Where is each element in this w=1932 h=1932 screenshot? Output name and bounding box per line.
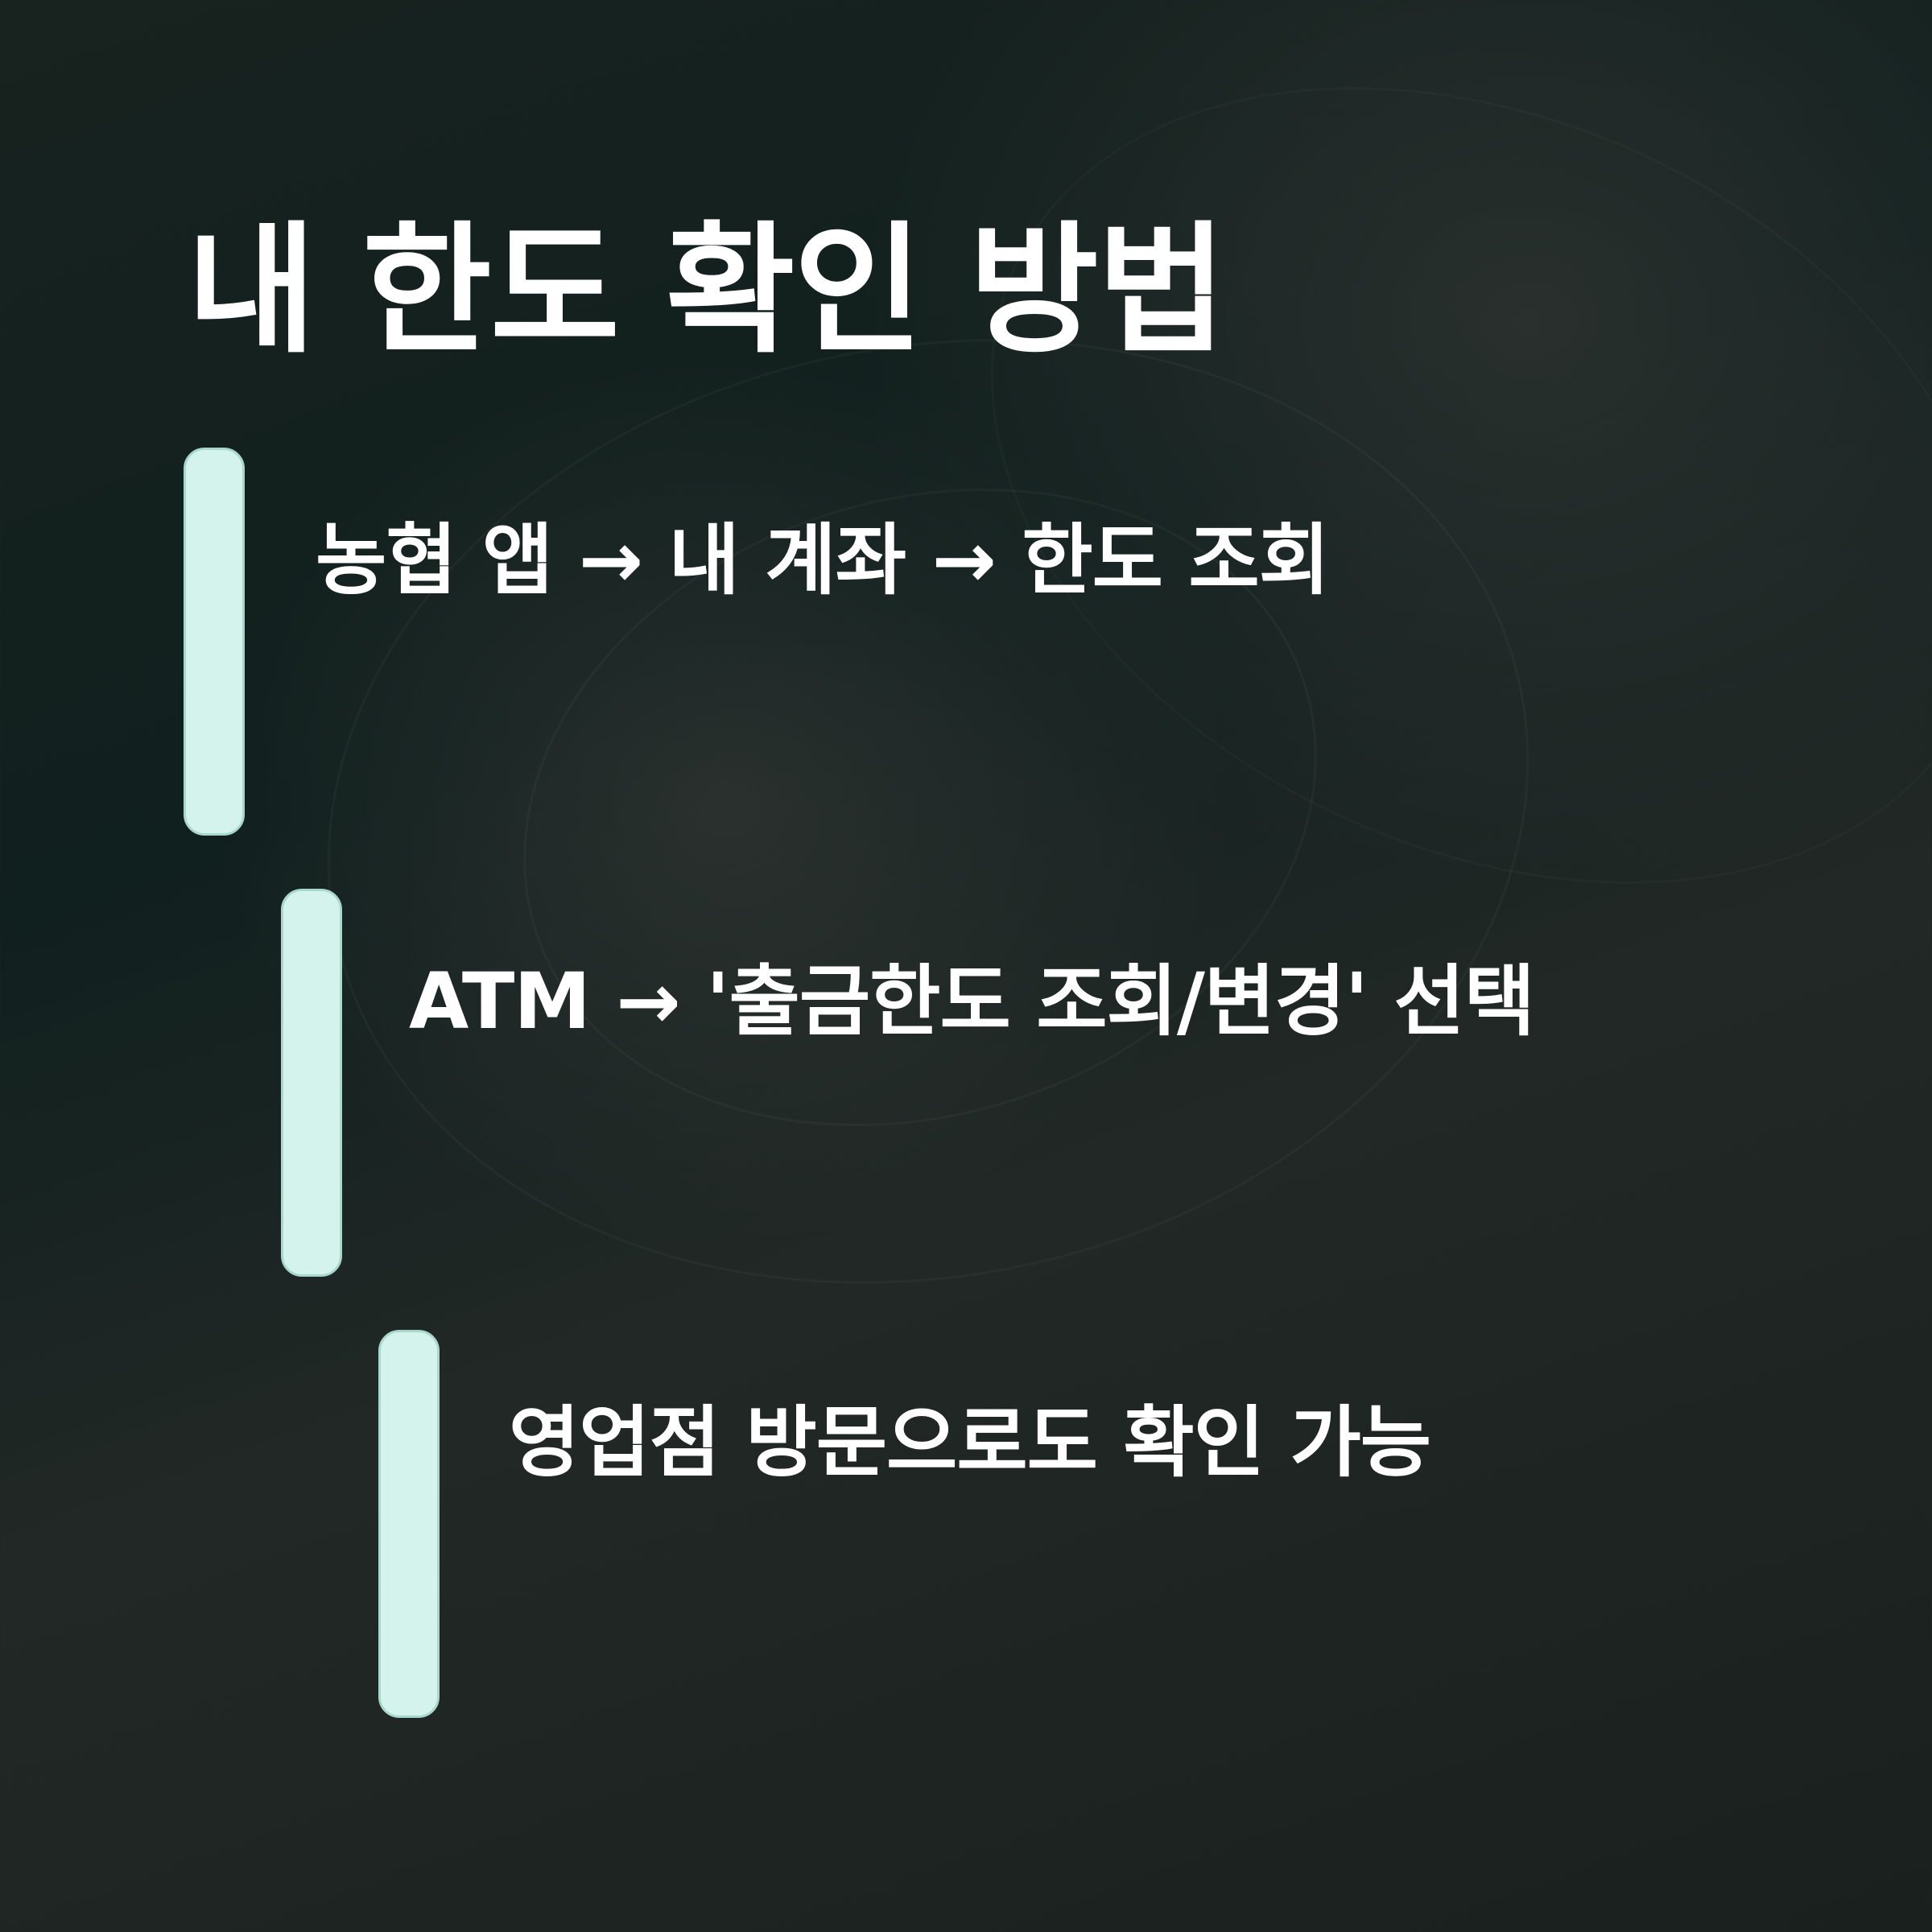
step-2-bar xyxy=(281,889,342,1277)
step-1-bar xyxy=(184,448,245,836)
step-3-text: 영업점 방문으로도 확인 가능 xyxy=(509,1397,1431,1488)
page-title: 내 한도 확인 방법 xyxy=(187,209,1227,373)
step-2-text: ATM → '출금한도 조회/변경' 선택 xyxy=(409,956,1535,1046)
background-swirl xyxy=(238,230,1617,1393)
step-3-bar xyxy=(378,1330,440,1718)
step-1-text: 농협 앱 → 내 계좌 → 한도 조회 xyxy=(316,515,1330,605)
